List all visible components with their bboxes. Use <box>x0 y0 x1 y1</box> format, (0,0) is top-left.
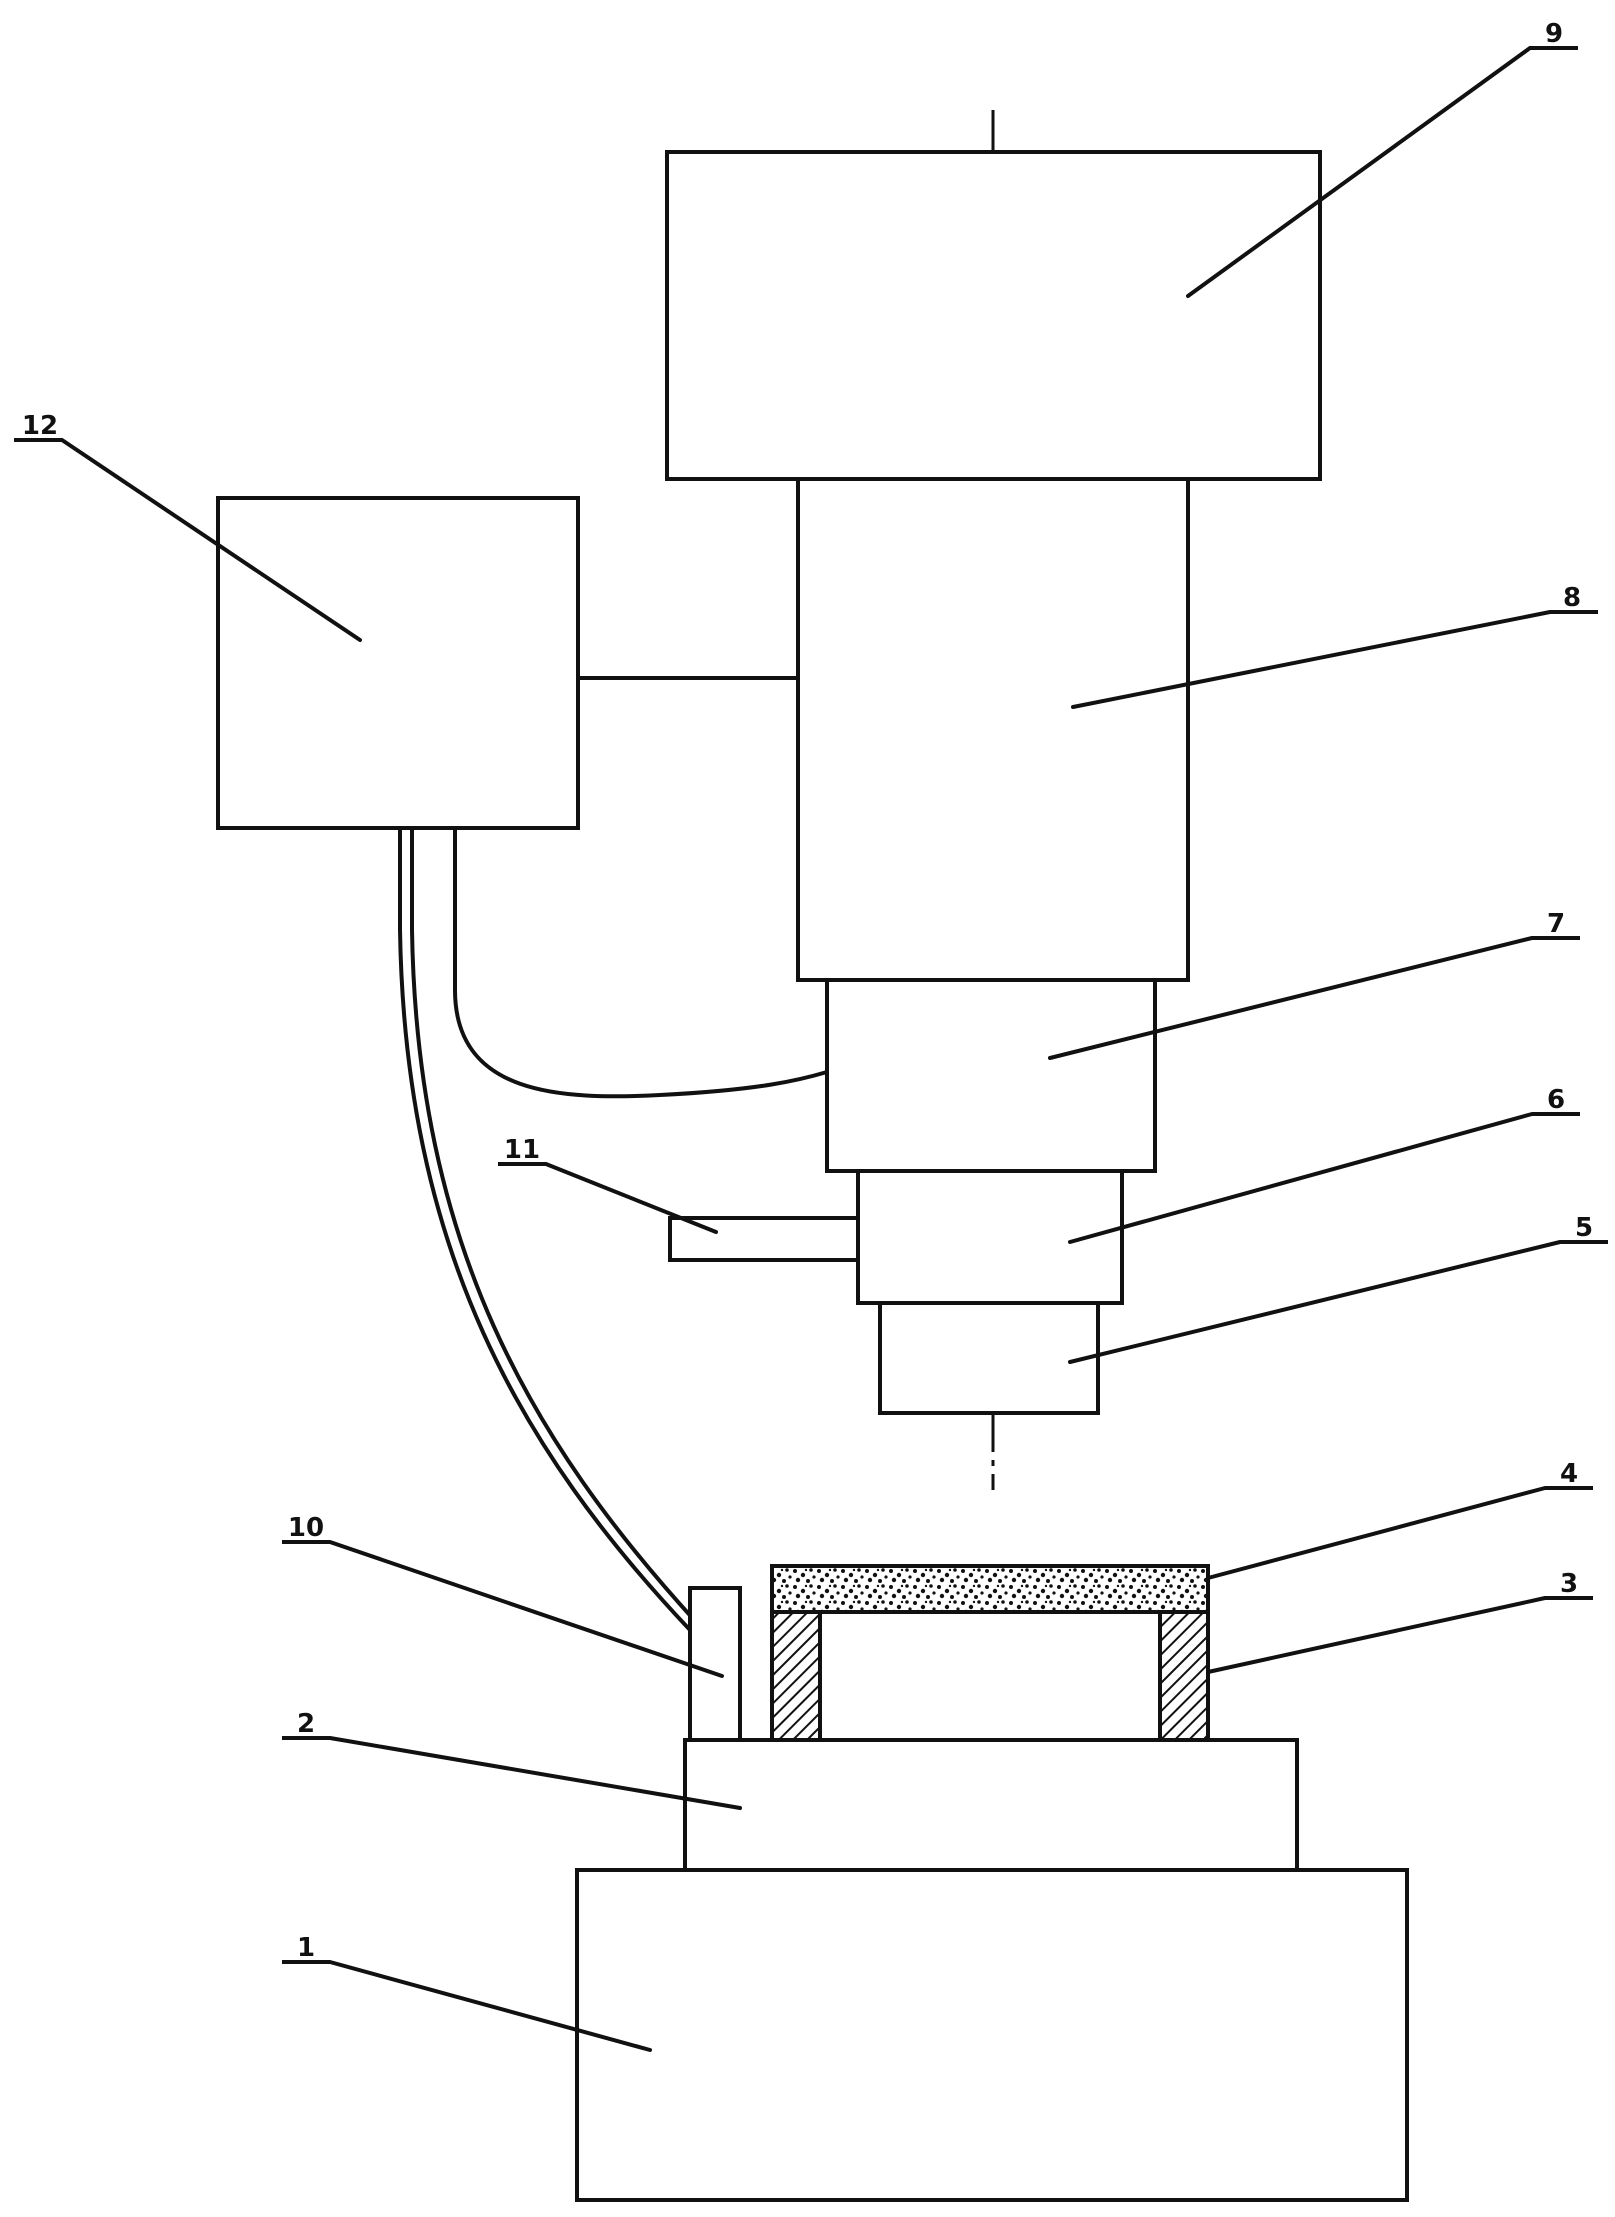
label-9: 9 <box>1545 19 1563 49</box>
label-4: 4 <box>1560 1459 1578 1489</box>
leader-3 <box>1206 1596 1547 1674</box>
leader-5 <box>1068 1240 1562 1364</box>
cable-controller-sensor <box>398 828 692 1632</box>
label-6: 6 <box>1547 1085 1565 1115</box>
ring-wall-right-3 <box>1158 1610 1210 1742</box>
stage-5 <box>878 1301 1100 1415</box>
label-3: 3 <box>1560 1569 1578 1599</box>
label-10: 10 <box>288 1513 324 1543</box>
wire-controller-stage7 <box>453 828 828 1099</box>
stage-6 <box>856 1169 1124 1305</box>
leader-12 <box>60 438 362 642</box>
leader-4 <box>1206 1486 1547 1580</box>
label-1: 1 <box>297 1933 315 1963</box>
column-8 <box>796 477 1190 982</box>
label-11: 11 <box>504 1135 540 1165</box>
leader-2 <box>328 1736 742 1810</box>
leader-10 <box>328 1540 724 1678</box>
platform-2 <box>683 1738 1299 1872</box>
leader-6 <box>1068 1112 1534 1244</box>
controller-12 <box>216 496 580 830</box>
sensor-post-10 <box>688 1586 742 1742</box>
stage-7 <box>825 978 1157 1173</box>
top-block-9 <box>665 150 1322 481</box>
leader-8 <box>1071 610 1552 709</box>
label-12: 12 <box>22 411 58 441</box>
ring-wall-left-3 <box>770 1610 822 1742</box>
label-8: 8 <box>1563 583 1581 613</box>
base-1 <box>575 1868 1409 2202</box>
label-2: 2 <box>297 1709 315 1739</box>
leader-9 <box>1186 46 1532 298</box>
label-7: 7 <box>1547 909 1565 939</box>
leader-7 <box>1048 936 1534 1060</box>
cable-controller-sensor-inner <box>410 828 698 1624</box>
leader-1 <box>328 1960 652 2052</box>
label-5: 5 <box>1575 1213 1593 1243</box>
layer-4 <box>770 1564 1210 1614</box>
leader-11 <box>544 1162 718 1234</box>
